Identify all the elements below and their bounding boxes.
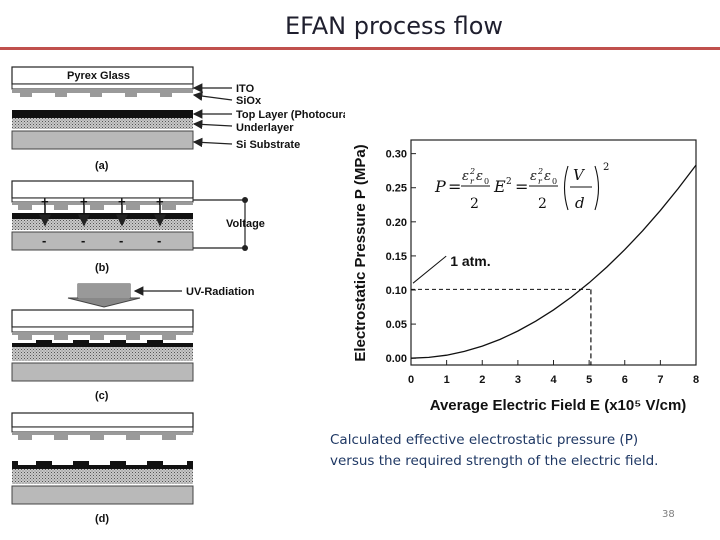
x-tick-label: 3: [515, 374, 521, 386]
x-axis-label: Average Electric Field E (x10⁵ V/cm): [430, 397, 687, 414]
one-atm-annotation: 1 atm.: [450, 253, 490, 269]
plus-sign: +: [80, 194, 88, 209]
x-tick-label: 4: [550, 374, 557, 386]
svg-text:r: r: [538, 177, 543, 186]
svg-text:P: P: [434, 177, 446, 196]
title-divider: [0, 47, 720, 50]
uv-arrow: UV-Radiation: [67, 283, 255, 308]
svg-text:E: E: [493, 177, 506, 196]
panel-a-label: (a): [95, 160, 109, 172]
panel-a-stack: Pyrex Glass: [11, 66, 194, 150]
svg-text:r: r: [470, 177, 475, 186]
svg-text:=: =: [448, 177, 461, 196]
y-tick-label: 0.05: [386, 319, 407, 331]
one-atm-pointer: [412, 255, 447, 284]
minus-sign: -: [157, 233, 161, 248]
svg-text:2: 2: [506, 177, 512, 187]
siox-label: SiOx: [236, 95, 262, 107]
x-tick-label: 8: [693, 374, 699, 386]
caption-line: versus the required strength of the elec…: [330, 453, 659, 469]
minus-sign: -: [119, 233, 123, 248]
caption-line: Calculated effective electrostatic press…: [330, 432, 639, 448]
y-tick-label: 0.30: [386, 149, 407, 161]
svg-text:V: V: [573, 166, 586, 184]
y-tick-label: 0.10: [386, 285, 407, 297]
panel-b-label: (b): [95, 262, 109, 274]
panel-d-label: (d): [95, 513, 109, 525]
x-tick-label: 0: [408, 374, 414, 386]
voltage-label: Voltage: [226, 218, 265, 230]
si-substrate-label: Si Substrate: [236, 139, 300, 151]
svg-text:ε: ε: [462, 169, 469, 184]
x-tick-label: 2: [479, 374, 485, 386]
x-tick-label: 7: [657, 374, 663, 386]
plus-sign: +: [41, 194, 49, 209]
panel-c-stack: (c): [11, 309, 194, 402]
process-flow-diagram: Pyrex Glass ITO SiOx Top Layer (Photocur…: [11, 66, 345, 525]
y-tick-label: 0.20: [386, 217, 407, 229]
svg-text:2: 2: [469, 167, 475, 176]
panel-d-stack: (d): [11, 412, 194, 525]
figure-caption: Calculated effective electrostatic press…: [330, 430, 710, 472]
pyrex-glass-label: Pyrex Glass: [67, 70, 130, 82]
plus-sign: +: [118, 194, 126, 209]
top-layer-label: Top Layer (Photocurable): [236, 109, 345, 121]
x-tick-label: 6: [622, 374, 628, 386]
slide-title: EFAN process flow: [284, 12, 504, 40]
svg-text:=: =: [515, 177, 528, 196]
plus-sign: +: [156, 194, 164, 209]
svg-text:2: 2: [538, 196, 547, 212]
x-tick-label: 5: [586, 374, 592, 386]
svg-text:0: 0: [552, 177, 557, 186]
svg-text:ε: ε: [530, 169, 537, 184]
y-tick-label: 0.00: [386, 353, 407, 365]
y-tick-label: 0.15: [386, 251, 407, 263]
pressure-vs-field-chart: 0 1 2 3 4 5 6 7 8 0.00 0.05 0.10 0.15 0.20 0.25 0.30 1 …: [352, 139, 699, 414]
pressure-curve: [410, 164, 697, 359]
minus-sign: -: [42, 233, 46, 248]
svg-text:2: 2: [537, 167, 543, 176]
page-number: 38: [662, 509, 675, 520]
y-tick-label: 0.25: [386, 183, 407, 195]
ito-label: ITO: [236, 83, 255, 95]
underlayer-label: Underlayer: [236, 122, 294, 134]
svg-text:d: d: [575, 194, 585, 212]
svg-text:ε: ε: [476, 169, 483, 184]
panel-b-stack: + + + + - - - -: [11, 180, 248, 251]
minus-sign: -: [81, 233, 85, 248]
y-axis-label: Electrostatic Pressure P (MPa): [352, 144, 369, 361]
svg-text:2: 2: [603, 162, 609, 173]
plot-area: [410, 139, 697, 366]
svg-text:ε: ε: [544, 169, 551, 184]
x-tick-label: 1: [444, 374, 450, 386]
uv-radiation-label: UV-Radiation: [186, 286, 255, 298]
svg-text:0: 0: [484, 177, 489, 186]
panel-c-label: (c): [95, 390, 109, 402]
svg-text:2: 2: [470, 196, 479, 212]
